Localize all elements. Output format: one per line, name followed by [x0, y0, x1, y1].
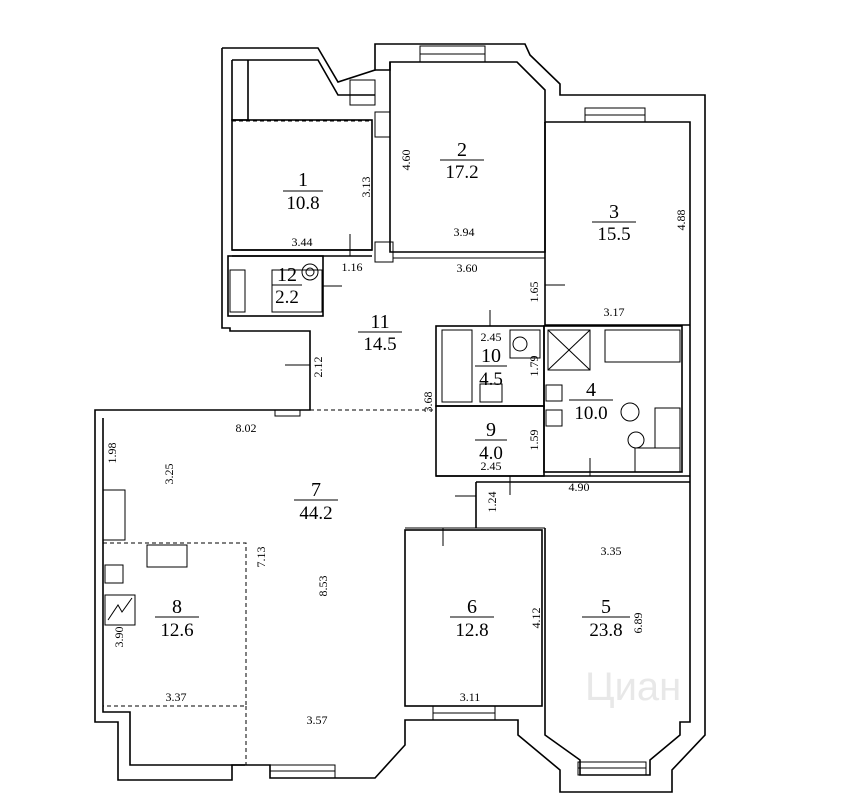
room-10-number: 10 [481, 345, 501, 367]
room-2-area: 17.2 [445, 162, 478, 183]
dimension-labels: 3.13 4.60 3.44 1.16 3.94 3.60 4.88 1.65 … [105, 150, 688, 728]
room-11-number: 11 [370, 311, 389, 333]
room-1-label: 1 10.8 [283, 169, 323, 214]
dim-4-60: 4.60 [399, 150, 413, 171]
dim-3-37: 3.37 [166, 690, 187, 704]
dim-4-88: 4.88 [674, 210, 688, 231]
room-3-number: 3 [609, 201, 619, 223]
room-6-area: 12.8 [455, 620, 488, 641]
room-5-number: 5 [601, 596, 611, 618]
watermark: Циан [585, 665, 681, 709]
room-9-label: 9 4.0 [475, 419, 507, 464]
room-7-area: 44.2 [299, 503, 332, 524]
dim-3-25: 3.25 [162, 464, 176, 485]
room-2-number: 2 [457, 139, 467, 161]
room-9-area: 4.0 [479, 443, 503, 464]
dim-8-53: 8.53 [316, 576, 330, 597]
room-4-area: 10.0 [574, 403, 607, 424]
room-8-number: 8 [172, 596, 182, 618]
room-6-number: 6 [467, 596, 477, 618]
dim-3-35: 3.35 [601, 544, 622, 558]
dim-4-90: 4.90 [569, 480, 590, 494]
dim-3-17: 3.17 [604, 305, 625, 319]
room-5-area: 23.8 [589, 620, 622, 641]
room-9-number: 9 [486, 419, 496, 441]
dim-6-89: 6.89 [631, 613, 645, 634]
room-12-number: 12 [277, 264, 297, 286]
dim-1-98: 1.98 [105, 443, 119, 464]
dim-3-68: 3.68 [421, 392, 435, 413]
dim-3-13: 3.13 [359, 177, 373, 198]
room-3-label: 3 15.5 [592, 201, 636, 245]
dim-7-13: 7.13 [254, 547, 268, 568]
room-8-label: 8 12.6 [155, 596, 199, 641]
room-6-label: 6 12.8 [450, 596, 494, 641]
dim-2-45-bottom: 2.45 [481, 459, 502, 473]
interior-walls [102, 62, 690, 765]
dim-8-02: 8.02 [236, 421, 257, 435]
room-7-label: 7 44.2 [294, 479, 338, 524]
room-1-number: 1 [298, 169, 308, 191]
room-10-label: 10 4.5 [475, 345, 507, 390]
room-1-area: 10.8 [286, 193, 319, 214]
room-labels: 1 10.8 2 17.2 3 15.5 4 10.0 5 23.8 6 12.… [155, 139, 636, 641]
room-7-number: 7 [311, 479, 321, 501]
dim-3-57: 3.57 [307, 713, 328, 727]
dim-3-94: 3.94 [454, 225, 475, 239]
room-3-area: 15.5 [597, 224, 630, 245]
room-12-label: 12 2.2 [272, 264, 302, 308]
room-11-area: 14.5 [363, 334, 396, 355]
dim-2-12: 2.12 [311, 357, 325, 378]
room-2-label: 2 17.2 [440, 139, 484, 183]
room-12-area: 2.2 [275, 287, 299, 308]
dim-1-65: 1.65 [527, 282, 541, 303]
room-10-area: 4.5 [479, 369, 503, 390]
dim-3-60: 3.60 [457, 261, 478, 275]
dim-1-59: 1.59 [527, 430, 541, 451]
dim-3-44: 3.44 [292, 235, 313, 249]
room-4-label: 4 10.0 [569, 379, 613, 424]
dim-4-12: 4.12 [529, 608, 543, 629]
dim-1-79: 1.79 [527, 356, 541, 377]
dim-2-45-top: 2.45 [481, 330, 502, 344]
room-4-number: 4 [586, 379, 596, 401]
dim-1-16: 1.16 [342, 260, 363, 274]
dim-1-24: 1.24 [485, 492, 499, 513]
dim-3-90: 3.90 [112, 627, 126, 648]
dim-3-11: 3.11 [460, 690, 481, 704]
windows [102, 45, 647, 779]
room-11-label: 11 14.5 [358, 311, 402, 355]
room-5-label: 5 23.8 [582, 596, 630, 641]
room-8-area: 12.6 [160, 620, 193, 641]
